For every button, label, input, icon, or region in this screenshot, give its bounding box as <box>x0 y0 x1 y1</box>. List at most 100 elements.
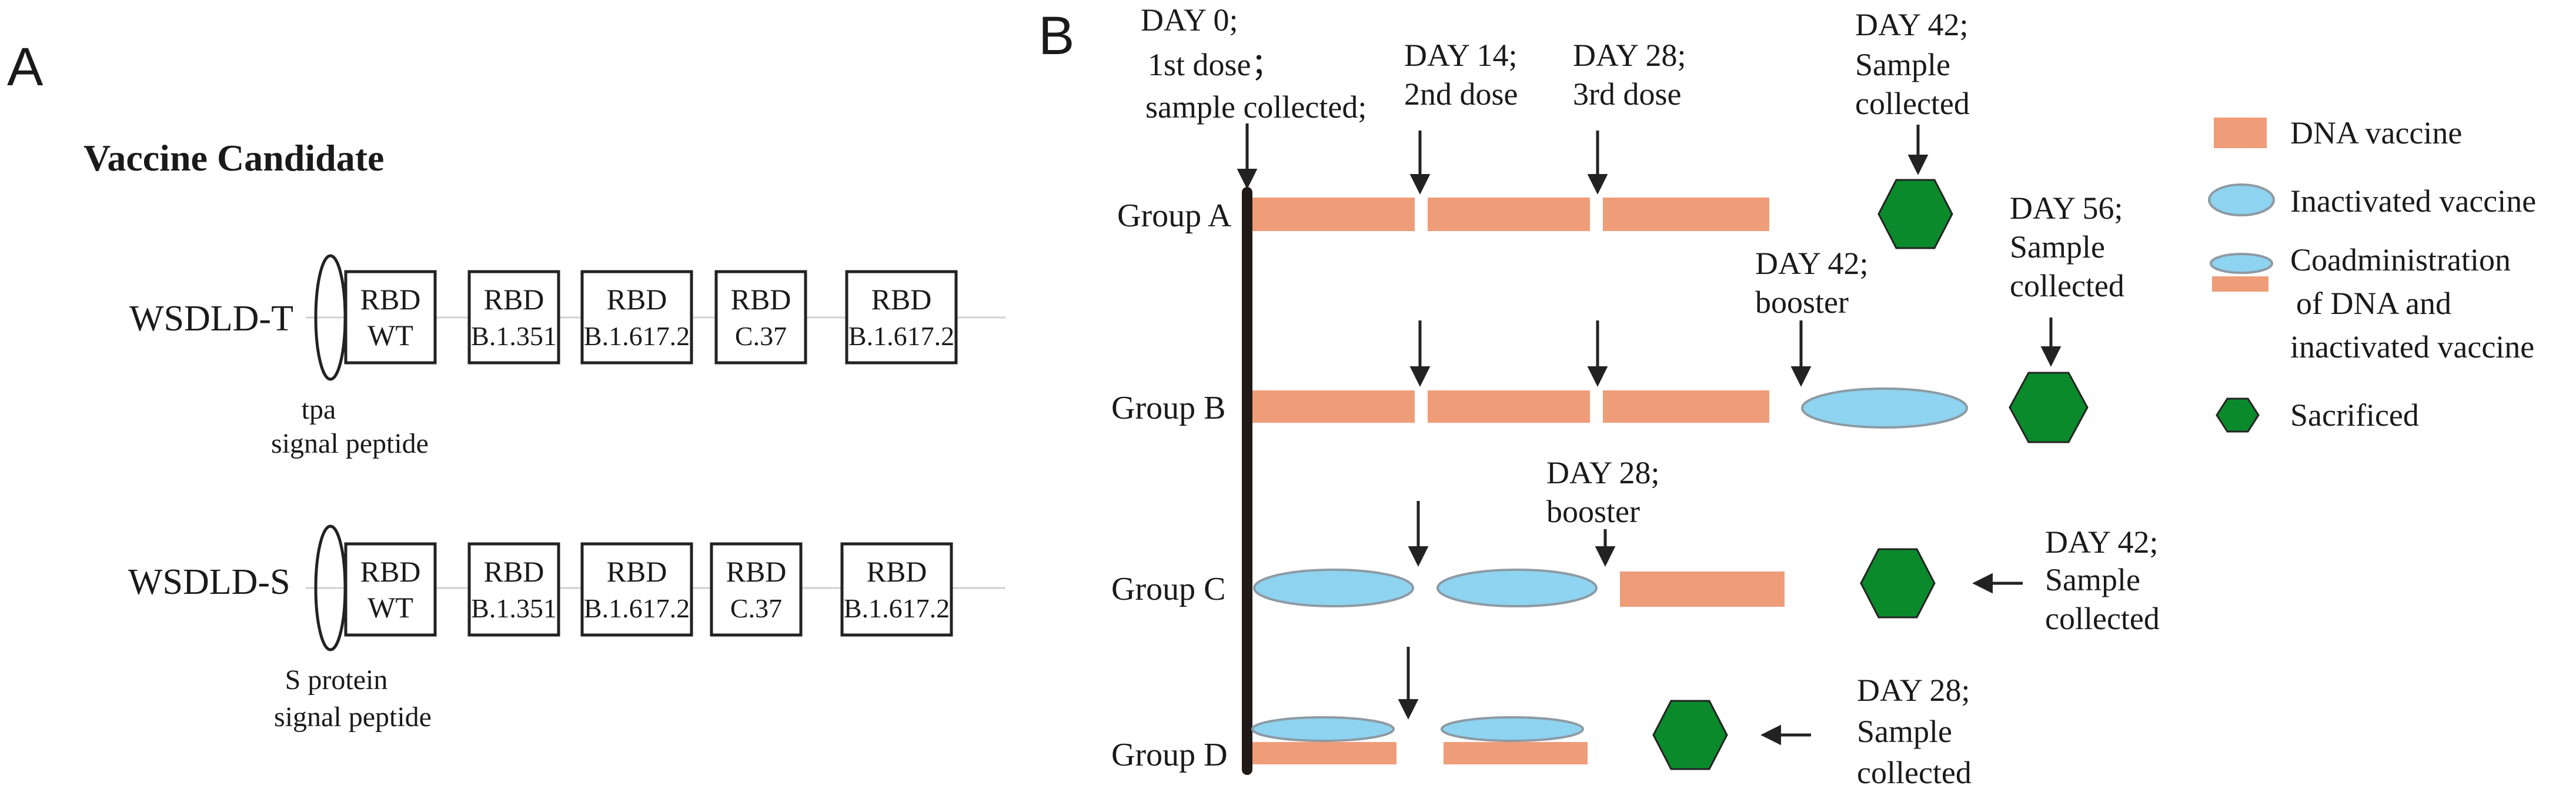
legend-label: DNA vaccine <box>2290 115 2462 151</box>
domain-box: RBD WT <box>344 542 437 637</box>
panel-a: A Vaccine Candidate WSDLD-T tpa signal p… <box>7 37 1005 733</box>
domain-box: RBD C.37 <box>710 542 803 637</box>
dna-vaccine-bar <box>1428 390 1590 423</box>
inactivated-vaccine-ellipse <box>1436 569 1598 607</box>
domain-box-line1: RBD <box>484 283 544 316</box>
domain-box-line2: B.1.351 <box>471 593 557 623</box>
legend-item-dna: DNA vaccine <box>2214 115 2462 151</box>
dna-vaccine-bar <box>1252 198 1415 231</box>
hexagon-icon <box>2216 397 2260 433</box>
domain-box-line1: RBD <box>731 283 791 316</box>
construct-wsdld-s: WSDLD-S S protein signal peptide RBD WT … <box>128 524 1005 733</box>
end-note-line3: collected <box>2010 268 2124 303</box>
legend-label: Inactivated vaccine <box>2290 183 2536 219</box>
hexagon-icon <box>1860 548 1936 619</box>
domain-box: RBD B.1.617.2 <box>580 542 693 637</box>
construct-name: WSDLD-S <box>128 562 290 602</box>
domain-box-line1: RBD <box>726 555 787 588</box>
dna-vaccine-swatch <box>2214 118 2267 148</box>
end-note-line2: Sample <box>1857 714 1952 749</box>
day28-label: DAY 28; 3rd dose <box>1573 38 1686 112</box>
booster-note-line2: booster <box>1546 494 1640 529</box>
domain-box-line1: RBD <box>871 283 932 316</box>
domain-box-line1: RBD <box>484 555 544 588</box>
construct-name: WSDLD-T <box>129 299 293 339</box>
dna-vaccine-bar <box>1620 572 1785 607</box>
end-note-line1: DAY 28; <box>1857 673 1970 708</box>
dna-vaccine-bar <box>1603 390 1769 423</box>
domain-box: RBD WT <box>344 270 437 365</box>
legend: DNA vaccine Inactivated vaccine Coadmini… <box>2208 115 2536 433</box>
day28-line1: DAY 28; <box>1573 38 1686 73</box>
group-a-row: Group A <box>1117 125 1953 249</box>
coadmin-dna-swatch <box>2212 276 2268 292</box>
coadmin-dna-bar <box>1444 742 1588 764</box>
inactivated-vaccine-ellipse <box>1801 387 1968 429</box>
legend-label: Coadministration <box>2290 242 2511 278</box>
domain-box-line2: B.1.617.2 <box>584 321 690 351</box>
domain-box-line2: WT <box>367 591 413 624</box>
end-note-line1: DAY 42; <box>2045 524 2159 560</box>
group-label: Group B <box>1111 390 1225 426</box>
domain-box-line2: WT <box>367 319 413 352</box>
day14-line2: 2nd dose <box>1404 76 1518 112</box>
day0-line1: DAY 0; <box>1141 2 1238 38</box>
timeline-bar <box>1242 187 1252 775</box>
hexagon-icon <box>1652 700 1728 770</box>
coadmin-inactivated-ellipse <box>1441 716 1584 742</box>
group-label: Group C <box>1111 571 1225 607</box>
signal-peptide-label: signal peptide <box>274 701 432 733</box>
group-label: Group D <box>1111 737 1228 773</box>
booster-note-line2: booster <box>1755 285 1849 320</box>
legend-label: of DNA and <box>2296 286 2451 321</box>
coadmin-inactivated-ellipse <box>1251 716 1395 742</box>
inactivated-vaccine-ellipse <box>1253 569 1414 607</box>
group-b-row: Group B DAY 42; booster DAY 56; Sample c… <box>1111 191 2124 443</box>
domain-box-line2: C.37 <box>730 593 782 623</box>
day42-line3: collected <box>1855 86 1970 121</box>
day42-line2: Sample <box>1855 47 1950 82</box>
day42-label: DAY 42; Sample collected <box>1855 7 1970 121</box>
inactivated-vaccine-swatch <box>2208 183 2275 216</box>
hexagon-icon <box>2009 372 2089 443</box>
coadmin-inactivated-swatch <box>2210 253 2273 274</box>
end-note-line2: Sample <box>2045 562 2140 597</box>
domain-box-line2: B.1.351 <box>471 321 557 351</box>
domain-box-line1: RBD <box>867 555 927 588</box>
end-note-line2: Sample <box>2010 229 2105 265</box>
day0-line3: sample collected; <box>1145 89 1366 125</box>
end-note-line3: collected <box>2045 601 2160 636</box>
day28-line2: 3rd dose <box>1573 76 1681 112</box>
domain-box-line1: RBD <box>607 555 667 588</box>
hexagon-icon <box>1877 179 1953 249</box>
coadmin-dna-bar <box>1252 742 1396 764</box>
dna-vaccine-bar <box>1603 198 1769 231</box>
legend-label: Sacrificed <box>2290 397 2419 433</box>
end-note-line3: collected <box>1857 755 1972 790</box>
group-c-row: Group C DAY 28; booster DAY 42; Sample c… <box>1111 455 2160 636</box>
day0-line2: 1st dose； <box>1148 47 1283 82</box>
domain-box: RBD B.1.351 <box>467 270 560 365</box>
domain-box-line2: B.1.617.2 <box>844 593 950 623</box>
signal-peptide-label: S protein <box>285 664 388 696</box>
domain-box-line2: C.37 <box>735 321 787 351</box>
group-label: Group A <box>1117 198 1232 234</box>
domain-box: RBD B.1.617.2 <box>580 270 693 365</box>
domain-box-line1: RBD <box>360 555 421 588</box>
day0-label: DAY 0; 1st dose； sample collected; <box>1141 2 1366 125</box>
domain-box: RBD B.1.617.2 <box>840 542 953 637</box>
legend-item-coadmin: Coadministration of DNA and inactivated … <box>2210 242 2534 365</box>
construct-wsdld-t: WSDLD-T tpa signal peptide RBD WT RBD B.… <box>129 254 1005 459</box>
domain-box-line1: RBD <box>607 283 667 316</box>
day42-line1: DAY 42; <box>1855 7 1969 42</box>
domain-box-line1: RBD <box>360 283 421 316</box>
panel-b-letter: B <box>1038 6 1074 66</box>
dna-vaccine-bar <box>1428 198 1590 231</box>
group-d-row: Group D DAY 28; Sample collected <box>1111 647 1972 790</box>
end-note-line1: DAY 56; <box>2010 191 2123 226</box>
signal-peptide-label: signal peptide <box>271 428 429 459</box>
dna-vaccine-bar <box>1252 390 1415 423</box>
panel-a-letter: A <box>7 37 44 97</box>
legend-label: inactivated vaccine <box>2290 329 2534 365</box>
